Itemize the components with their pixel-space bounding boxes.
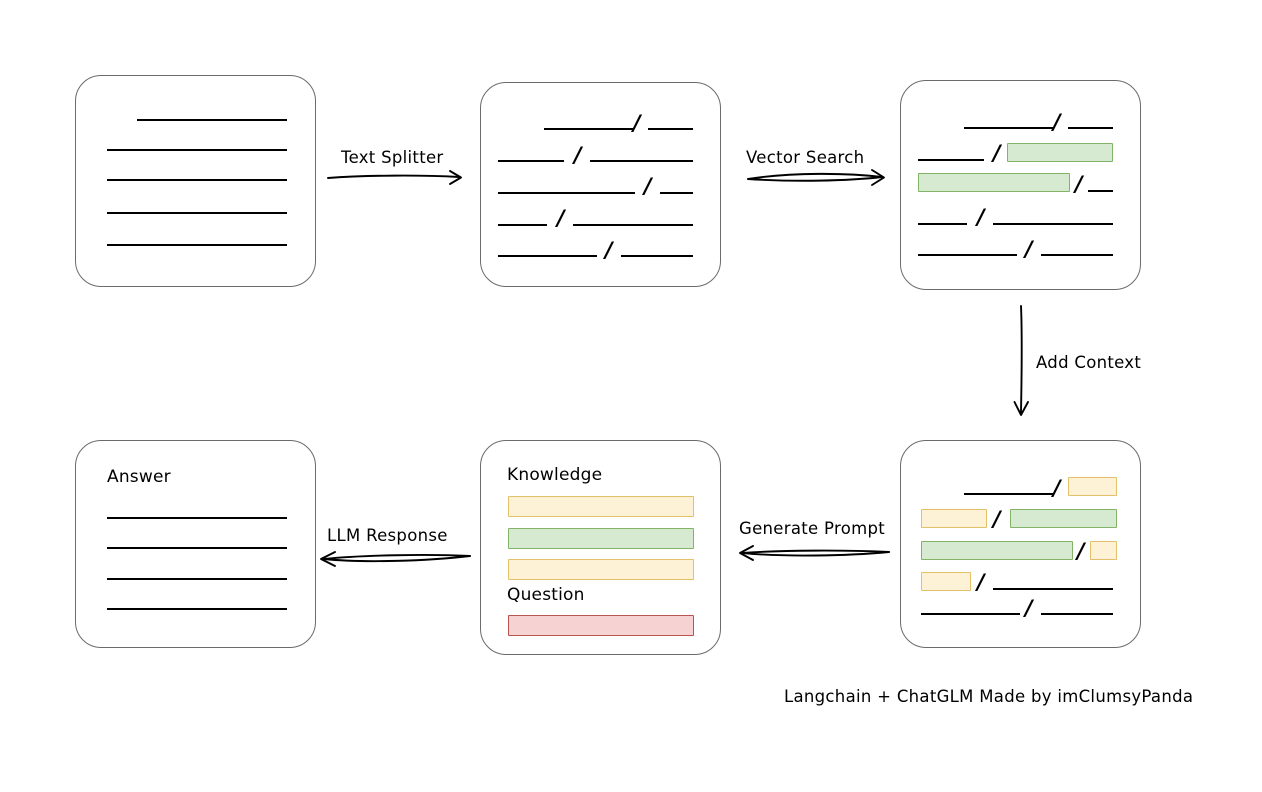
answer-line-3 xyxy=(107,578,287,580)
chunks-r5-seg2 xyxy=(621,255,693,257)
chunks-r5-slash: / xyxy=(605,238,613,262)
document-line-1 xyxy=(137,119,287,121)
chunks-r4-seg1 xyxy=(498,224,547,226)
context-chunk-highlight-4[interactable] xyxy=(921,541,1073,560)
context-chunk-highlight-6[interactable] xyxy=(921,572,971,591)
chunks-r4-seg2 xyxy=(573,224,693,226)
context-chunk-highlight-5[interactable] xyxy=(1090,541,1117,560)
context-r5-seg2 xyxy=(1041,613,1113,615)
node-split-chunks[interactable]: / / / / / xyxy=(480,82,721,287)
arrow-text-splitter xyxy=(327,170,462,185)
matched-r2-slash: / xyxy=(993,141,1001,165)
node-answer[interactable]: Answer xyxy=(75,440,316,648)
edge-label-vector-search: Vector Search xyxy=(746,148,865,167)
arrow-add-context xyxy=(1013,305,1029,416)
answer-line-1 xyxy=(107,517,287,519)
document-line-5 xyxy=(107,244,287,246)
context-r4-slash: / xyxy=(977,570,985,594)
context-chunk-highlight-1[interactable] xyxy=(1068,477,1117,496)
edge-label-add-context: Add Context xyxy=(1036,353,1142,372)
prompt-knowledge-chip-3[interactable] xyxy=(508,559,694,580)
matched-r1-seg1 xyxy=(964,127,1053,129)
chunks-r3-slash: / xyxy=(644,174,652,198)
chunks-r4-slash: / xyxy=(557,206,565,230)
edge-label-text-splitter: Text Splitter xyxy=(341,148,444,167)
prompt-knowledge-chip-2[interactable] xyxy=(508,528,694,549)
context-chunk-highlight-2[interactable] xyxy=(921,509,987,528)
matched-r1-slash: / xyxy=(1053,110,1061,134)
matched-r5-seg2 xyxy=(1041,254,1113,256)
context-r4-seg2 xyxy=(993,588,1113,590)
chunks-r5-seg1 xyxy=(498,255,597,257)
answer-title: Answer xyxy=(107,467,171,487)
chunks-r1-seg1 xyxy=(544,128,633,130)
document-line-2 xyxy=(107,149,287,151)
document-line-4 xyxy=(107,212,287,214)
node-context-chunks[interactable]: / / / / / xyxy=(900,440,1141,648)
matched-r3-seg2 xyxy=(1088,190,1113,192)
matched-r1-seg2 xyxy=(1068,127,1113,129)
prompt-question-title: Question xyxy=(507,585,585,605)
matched-r3-slash: / xyxy=(1075,172,1083,196)
chunks-r2-slash: / xyxy=(574,143,582,167)
chunks-r2-seg1 xyxy=(498,160,564,162)
matched-r4-seg1 xyxy=(918,223,967,225)
chunks-r3-seg1 xyxy=(498,192,635,194)
node-document[interactable] xyxy=(75,75,316,287)
prompt-knowledge-title: Knowledge xyxy=(507,465,603,485)
chunks-r1-seg2 xyxy=(648,128,693,130)
edge-label-llm-response: LLM Response xyxy=(327,526,448,545)
matched-r4-seg2 xyxy=(993,223,1113,225)
matched-chunk-highlight-2[interactable] xyxy=(918,173,1070,192)
prompt-question-chip[interactable] xyxy=(508,615,694,636)
prompt-knowledge-chip-1[interactable] xyxy=(508,496,694,517)
arrow-generate-prompt xyxy=(739,545,890,561)
chunks-r2-seg2 xyxy=(590,160,693,162)
answer-line-4 xyxy=(107,608,287,610)
arrow-vector-search xyxy=(747,169,885,186)
node-matched-chunks[interactable]: / / / / / xyxy=(900,80,1141,290)
matched-chunk-highlight-1[interactable] xyxy=(1007,143,1113,162)
footer-credit: Langchain + ChatGLM Made by imClumsyPand… xyxy=(784,687,1194,706)
context-r2-slash: / xyxy=(993,507,1001,531)
edge-label-generate-prompt: Generate Prompt xyxy=(739,519,885,538)
matched-r5-seg1 xyxy=(918,254,1017,256)
context-r5-slash: / xyxy=(1025,596,1033,620)
chunks-r1-slash: / xyxy=(633,111,641,135)
context-chunk-highlight-3[interactable] xyxy=(1010,509,1117,528)
context-r1-seg1 xyxy=(964,493,1053,495)
matched-r4-slash: / xyxy=(977,205,985,229)
chunks-r3-seg2 xyxy=(660,192,693,194)
arrow-llm-response xyxy=(320,551,471,567)
context-r3-slash: / xyxy=(1077,539,1085,563)
answer-line-2 xyxy=(107,547,287,549)
matched-r2-seg1 xyxy=(918,159,984,161)
matched-r5-slash: / xyxy=(1025,237,1033,261)
document-line-3 xyxy=(107,179,287,181)
node-prompt[interactable]: Knowledge Question xyxy=(480,440,721,655)
context-r1-slash: / xyxy=(1053,476,1061,500)
context-r5-seg1 xyxy=(921,613,1020,615)
